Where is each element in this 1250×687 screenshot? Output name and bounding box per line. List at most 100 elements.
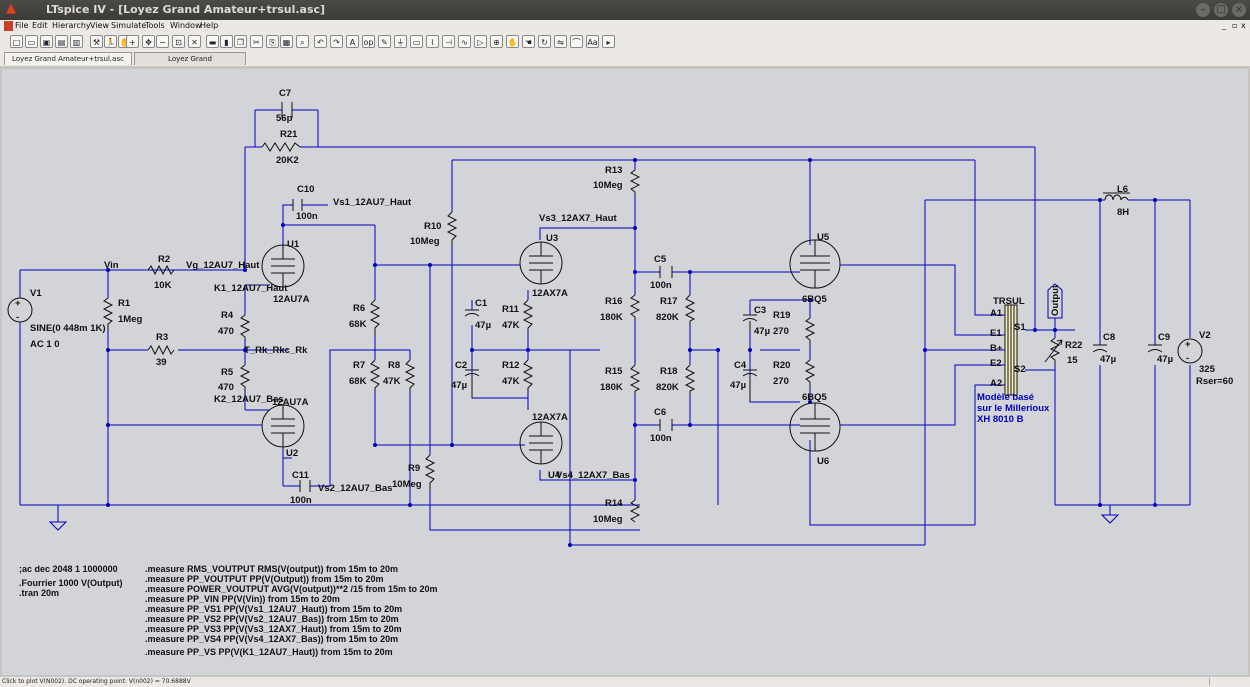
svg-text:C1: C1 xyxy=(475,298,488,309)
print-setup-icon[interactable]: ▤ xyxy=(55,35,68,48)
menu-view[interactable]: View xyxy=(90,21,109,30)
output-flag xyxy=(1047,283,1063,319)
menu-help[interactable]: Help xyxy=(200,21,219,30)
svg-text:6BQ5: 6BQ5 xyxy=(802,294,828,305)
find-icon[interactable]: ⌕ xyxy=(296,35,309,48)
svg-text:S2: S2 xyxy=(1014,364,1026,375)
tile-horizontal-icon[interactable]: ▬ xyxy=(206,35,219,48)
ltspice-app-icon[interactable]: ▲ xyxy=(6,1,16,16)
voltage-sources: +- +- xyxy=(7,297,1203,364)
zoom-out-icon[interactable]: − xyxy=(156,35,169,48)
svg-text:6BQ5: 6BQ5 xyxy=(802,392,828,403)
spice-directive-icon[interactable]: op xyxy=(362,35,375,48)
svg-text:R21: R21 xyxy=(280,129,298,140)
open-icon[interactable]: ▭ xyxy=(25,35,38,48)
inductor-icon[interactable]: ∿ xyxy=(458,35,471,48)
font-icon[interactable]: Aa xyxy=(586,35,599,48)
new-icon[interactable]: □ xyxy=(10,35,23,48)
tab-waveform[interactable]: Loyez Grand Amateur+trsul.raw xyxy=(134,52,246,76)
run-icon[interactable]: 🏃 xyxy=(104,35,117,48)
menu-edit[interactable]: Edit xyxy=(32,21,48,30)
save-icon[interactable]: ▣ xyxy=(40,35,53,48)
schematic-canvas[interactable]: +- +- C7 56p R21 20K2 C10 100n U1 12AU7A… xyxy=(2,69,1248,675)
ground-icon[interactable]: ⏚ xyxy=(394,35,407,48)
maximize-icon[interactable]: □ xyxy=(1214,3,1228,17)
tab-schematic[interactable]: Loyez Grand Amateur+trsul.asc xyxy=(4,52,132,65)
doc-restore-icon[interactable]: ▫ xyxy=(1232,21,1238,30)
status-bar: Click to plot V(N002). DC operating poin… xyxy=(0,677,1250,687)
svg-text:Vg_12AU7_Haut: Vg_12AU7_Haut xyxy=(186,260,260,271)
capacitor-icon[interactable]: ⊣ xyxy=(442,35,455,48)
pan-icon[interactable]: ✥ xyxy=(142,35,155,48)
svg-text:+: + xyxy=(15,298,21,309)
tile-vertical-icon[interactable]: ▮ xyxy=(220,35,233,48)
svg-text:47K: 47K xyxy=(502,376,520,387)
label-icon[interactable]: ▭ xyxy=(410,35,423,48)
redo-icon[interactable]: ↷ xyxy=(330,35,343,48)
svg-text:+: + xyxy=(1185,339,1191,350)
menu-tools[interactable]: Tools xyxy=(145,21,165,30)
draw-icon[interactable]: ⌒ xyxy=(570,35,583,48)
r17-symbol xyxy=(684,294,696,325)
svg-text:U5: U5 xyxy=(817,232,830,243)
menu-simulate[interactable]: Simulate xyxy=(111,21,147,30)
control-panel-icon[interactable]: ⚒ xyxy=(90,35,103,48)
resistors xyxy=(102,142,1063,523)
zoom-fit-icon[interactable]: ⊡ xyxy=(172,35,185,48)
svg-text:R2: R2 xyxy=(158,254,170,265)
svg-text:R13: R13 xyxy=(605,165,622,176)
cascade-icon[interactable]: ❐ xyxy=(234,35,247,48)
svg-text:.measure PP_VS1 PP(V(Vs1_12AU7: .measure PP_VS1 PP(V(Vs1_12AU7_Haut)) fr… xyxy=(145,604,402,614)
close-icon[interactable]: × xyxy=(1232,3,1246,17)
doc-close-icon[interactable]: x xyxy=(1241,21,1246,30)
component-icon[interactable]: ⊕ xyxy=(490,35,503,48)
zoom-in-icon[interactable]: + xyxy=(126,35,139,48)
r21-symbol xyxy=(261,142,301,152)
cut-icon[interactable]: ✂ xyxy=(250,35,263,48)
spice-directives[interactable]: ;ac dec 2048 1 1000000 .Fourrier 1000 V(… xyxy=(19,564,123,598)
print-icon[interactable]: ▥ xyxy=(70,35,83,48)
svg-text:C4: C4 xyxy=(734,360,747,371)
svg-text:10K: 10K xyxy=(154,280,172,291)
resistor-icon[interactable]: ⌇ xyxy=(426,35,439,48)
minimize-icon[interactable]: – xyxy=(1196,3,1210,17)
svg-text:47µ: 47µ xyxy=(754,326,770,337)
move-icon[interactable]: ✋ xyxy=(506,35,519,48)
rotate-icon[interactable]: ↻ xyxy=(538,35,551,48)
r16-symbol xyxy=(629,294,641,320)
c6-symbol xyxy=(659,419,673,431)
text-icon[interactable]: A xyxy=(346,35,359,48)
copy-icon[interactable]: ⎘ xyxy=(266,35,279,48)
menu-file[interactable]: File xyxy=(15,21,29,30)
svg-text:47µ: 47µ xyxy=(730,380,746,391)
wire-icon[interactable]: ✎ xyxy=(378,35,391,48)
svg-text:47µ: 47µ xyxy=(451,380,467,391)
svg-text:C3: C3 xyxy=(754,305,766,316)
measure-directives[interactable]: .measure RMS_VOUTPUT RMS(V(output)) from… xyxy=(145,564,438,657)
svg-text:B+: B+ xyxy=(990,343,1003,354)
svg-text:C2: C2 xyxy=(455,360,467,371)
svg-text:C10: C10 xyxy=(297,184,314,195)
svg-text:Vin: Vin xyxy=(104,260,119,271)
svg-text:47µ: 47µ xyxy=(1100,354,1116,365)
svg-text:Modèle basé: Modèle basé xyxy=(977,392,1034,403)
menu-window[interactable]: Window xyxy=(170,21,202,30)
svg-text:SINE(0 448m 1K): SINE(0 448m 1K) xyxy=(30,323,106,334)
cancel-icon[interactable]: ✕ xyxy=(188,35,201,48)
c10-symbol xyxy=(292,199,303,211)
doc-minimize-icon[interactable]: _ xyxy=(1222,21,1226,30)
menu-hierarchy[interactable]: Hierarchy xyxy=(52,21,91,30)
undo-icon[interactable]: ↶ xyxy=(314,35,327,48)
svg-text:L6: L6 xyxy=(1117,184,1128,195)
mirror-icon[interactable]: ⇋ xyxy=(554,35,567,48)
svg-text:Vs3_12AX7_Haut: Vs3_12AX7_Haut xyxy=(539,213,617,224)
svg-text:10Meg: 10Meg xyxy=(593,514,623,525)
paste-icon[interactable]: ▦ xyxy=(280,35,293,48)
pick-icon[interactable]: ▸ xyxy=(602,35,615,48)
drag-icon[interactable]: ☚ xyxy=(522,35,535,48)
svg-text:.measure PP_VOUTPUT PP(V(Outpu: .measure PP_VOUTPUT PP(V(Output)) from 1… xyxy=(145,574,384,584)
svg-text:R7: R7 xyxy=(353,360,365,371)
svg-text:180K: 180K xyxy=(600,312,623,323)
schematic-doc-icon[interactable] xyxy=(4,21,13,31)
diode-icon[interactable]: ▷ xyxy=(474,35,487,48)
